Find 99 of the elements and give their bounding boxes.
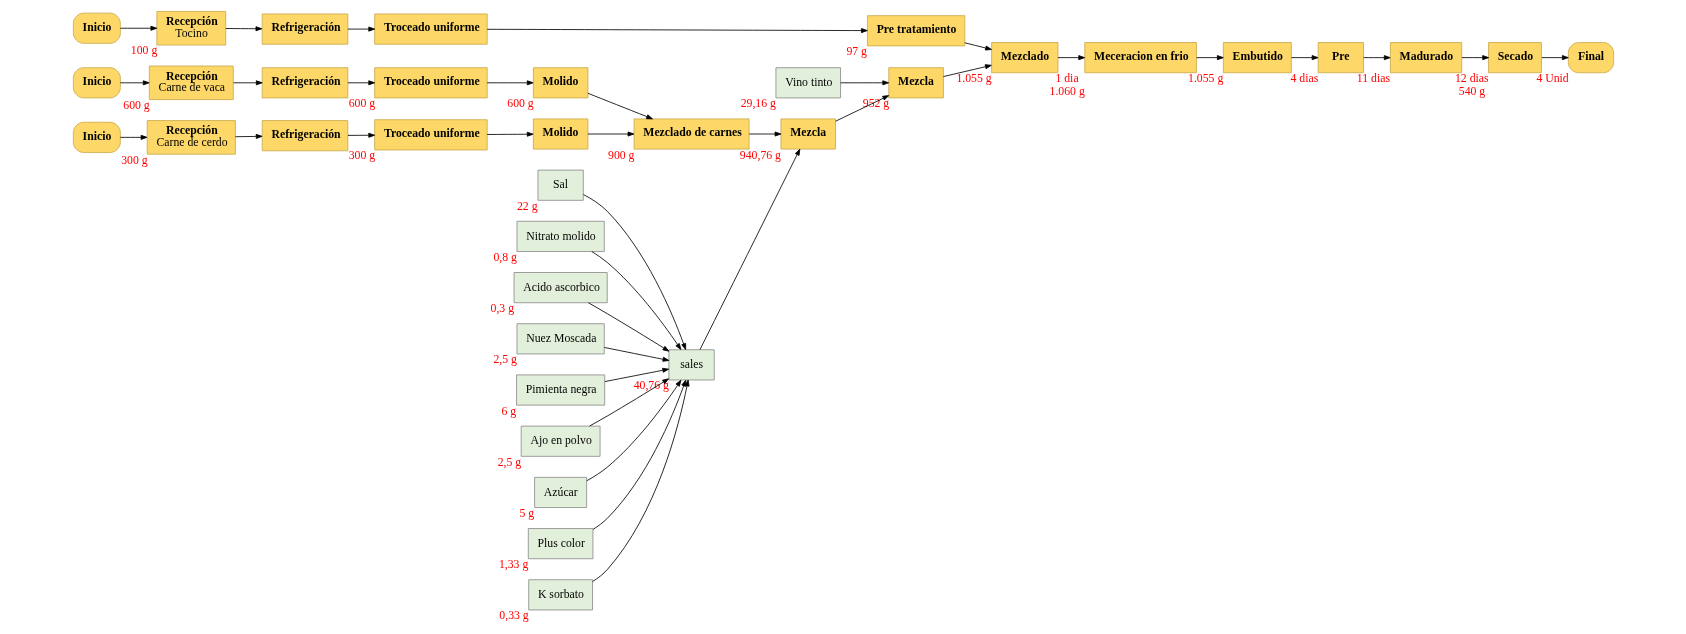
- node-label: 4 Unid: [1535, 72, 1569, 86]
- arrow: [591, 379, 689, 582]
- arrow: [234, 133, 262, 139]
- node-box: K sorbato: [527, 579, 593, 611]
- arrow: [592, 379, 686, 530]
- arrow: [347, 132, 375, 138]
- node-box: Plus color: [527, 528, 593, 560]
- node-label: 22 g: [516, 199, 538, 213]
- arrow: [1195, 55, 1224, 61]
- node-label: 0,8 g: [492, 250, 517, 264]
- node-label: 40,76 g: [633, 379, 669, 393]
- arrow: [748, 131, 781, 137]
- arrow: [119, 25, 157, 31]
- arrow: [347, 80, 375, 86]
- arrow: [582, 194, 686, 350]
- node-label: 300 g: [348, 149, 375, 163]
- arrow: [1290, 55, 1318, 61]
- node-label: 1.055 g: [955, 72, 992, 86]
- node-box: Refrigeración: [261, 120, 348, 152]
- node-label: 1,33 g: [498, 558, 528, 572]
- node-box: Recepción Tocino: [155, 11, 226, 46]
- node-label: 12 dias: [1454, 72, 1489, 86]
- arrow: [232, 80, 263, 86]
- node-box: Mezclado: [990, 42, 1058, 74]
- node-label: 940,76 g: [739, 148, 781, 162]
- node-box: Pre: [1317, 42, 1364, 74]
- arrow: [1362, 55, 1391, 61]
- node-box: Recepción Carne de cerdo: [146, 120, 236, 155]
- node-box: Recepción Carne de vaca: [148, 65, 234, 100]
- arrow: [1057, 55, 1085, 61]
- node-box: Molido: [532, 118, 588, 150]
- node-box: Refrigeración: [261, 67, 348, 99]
- node-box: Final: [1567, 42, 1614, 74]
- node-label: 1 dia: [1054, 72, 1079, 86]
- arrow: [587, 92, 653, 120]
- node-label: 1.060 g: [1049, 84, 1085, 98]
- node-box: Pre tratamiento: [866, 15, 965, 47]
- arrow: [834, 95, 889, 122]
- arrow: [963, 42, 992, 51]
- node-box: Inicio: [72, 121, 121, 153]
- node-box: Secado: [1487, 42, 1542, 74]
- node-box: Inicio: [72, 67, 121, 99]
- node-box: Mezclado de carnes: [633, 118, 749, 150]
- node-box: Meceracion en frio: [1083, 42, 1197, 74]
- arrow: [839, 80, 889, 86]
- node-box: Nuez Moscada: [516, 323, 605, 355]
- node-label: 540 g: [1458, 84, 1485, 98]
- node-box: sales: [668, 349, 715, 381]
- node-box: Refrigeración: [261, 13, 348, 45]
- node-box: Acido ascorbico: [513, 272, 608, 304]
- node-box: Azúcar: [533, 476, 587, 508]
- arrow: [603, 367, 669, 382]
- node-box: Vino tinto: [775, 67, 841, 99]
- node-box: Troceado uniforme: [373, 119, 488, 151]
- node-label: 6 g: [500, 404, 516, 418]
- node-box: Madurado: [1389, 42, 1462, 74]
- node-label: 11 dias: [1356, 72, 1390, 86]
- node-box: Sal: [537, 169, 584, 201]
- arrow: [224, 26, 262, 32]
- arrow: [486, 80, 534, 86]
- arrow: [585, 379, 681, 482]
- node-label: 300 g: [120, 153, 148, 167]
- arrow: [119, 80, 150, 86]
- arrow: [486, 131, 534, 137]
- arrow: [119, 134, 147, 140]
- node-label: 5 g: [518, 506, 534, 520]
- node-box: Inicio: [72, 12, 121, 44]
- node-label: 97 g: [845, 45, 867, 59]
- node-label: 900 g: [607, 148, 634, 162]
- node-label: 2,5 g: [497, 455, 521, 469]
- node-label: 600 g: [348, 97, 375, 111]
- arrow: [588, 378, 669, 427]
- node-box: Nitrato molido: [516, 220, 605, 252]
- node-box: Embutido: [1222, 42, 1292, 74]
- node-label: 4 dias: [1289, 72, 1318, 86]
- arrow: [699, 148, 800, 351]
- node-label: 2,5 g: [492, 353, 517, 367]
- node-box: Ajo en polvo: [520, 425, 600, 457]
- arrow: [486, 28, 868, 34]
- arrow: [1460, 55, 1489, 61]
- node-label: 600 g: [122, 99, 150, 112]
- node-box: Molido: [532, 67, 588, 99]
- node-box: Mezcla: [780, 118, 836, 150]
- node-box: Troceado uniforme: [373, 13, 488, 45]
- node-label: 1.055 g: [1187, 72, 1223, 86]
- node-box: Pimienta negra: [515, 374, 605, 406]
- node-label: 600 g: [506, 97, 534, 111]
- node-label: 0,33 g: [498, 609, 529, 623]
- arrow: [942, 64, 992, 77]
- arrow: [587, 131, 634, 137]
- node-label: 100 g: [130, 44, 157, 58]
- arrow: [347, 26, 375, 32]
- node-box: Troceado uniforme: [373, 67, 488, 99]
- arrow: [1540, 55, 1569, 61]
- arrow: [603, 347, 669, 362]
- node-box: Mezcla: [887, 67, 944, 99]
- node-label: 29,16 g: [740, 97, 776, 111]
- node-label: 0,3 g: [490, 302, 514, 316]
- arrow: [590, 251, 681, 350]
